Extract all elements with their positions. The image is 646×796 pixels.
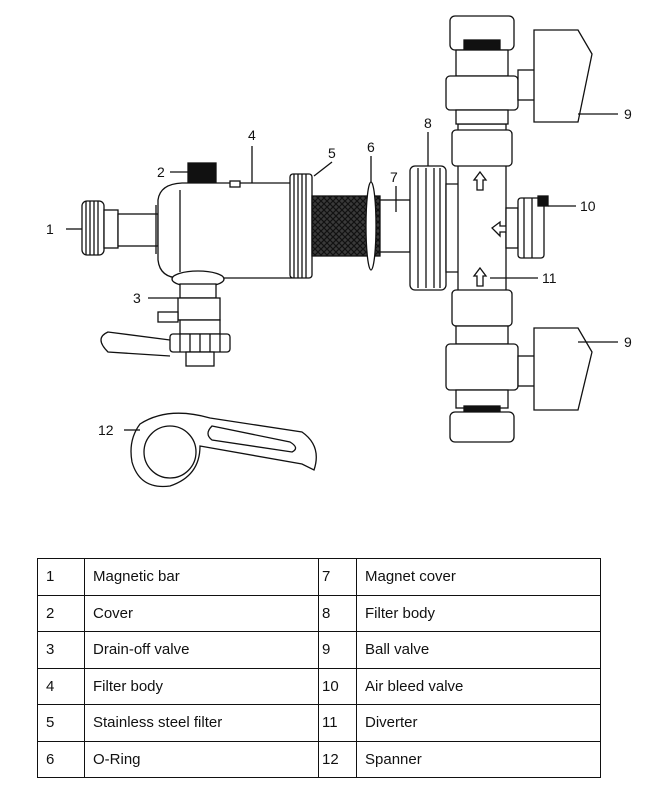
callout-1: 1 (46, 221, 54, 237)
magnet-cover-part (379, 199, 411, 253)
callout-2: 2 (157, 164, 165, 180)
table-row: 5 Stainless steel filter 11 Diverter (37, 704, 601, 742)
table-row: 1 Magnetic bar 7 Magnet cover (37, 558, 601, 596)
callout-6: 6 (367, 139, 375, 155)
part-name: Filter body (84, 667, 319, 705)
table-row: 3 Drain-off valve 9 Ball valve (37, 631, 601, 669)
part-number: 2 (37, 594, 85, 632)
exploded-parts-diagram: 1 2 3 4 5 6 7 8 9 9 10 11 12 (46, 15, 632, 488)
part-number: 12 (318, 740, 357, 778)
part-name: Stainless steel filter (84, 704, 319, 742)
part-name: O-Ring (84, 740, 319, 778)
part-name: Magnetic bar (84, 558, 319, 596)
part-number: 8 (318, 594, 357, 632)
magnetic-bar-part (81, 200, 159, 256)
o-ring-part (365, 181, 377, 271)
part-number: 6 (37, 740, 85, 778)
callout-5: 5 (328, 145, 336, 161)
filter-body-left-part (157, 162, 293, 279)
part-name: Air bleed valve (356, 667, 601, 705)
table-row: 6 O-Ring 12 Spanner (37, 740, 601, 778)
callout-4: 4 (248, 127, 256, 143)
table-row: 2 Cover 8 Filter body (37, 594, 601, 632)
part-name: Ball valve (356, 631, 601, 669)
ball-valve-bottom-part (445, 325, 593, 443)
spanner-part (130, 412, 317, 488)
table-row: 4 Filter body 10 Air bleed valve (37, 667, 601, 705)
part-number: 10 (318, 667, 357, 705)
callout-9-top: 9 (624, 106, 632, 122)
diverter-pipe-part (451, 123, 513, 345)
part-number: 9 (318, 631, 357, 669)
parts-table: 1 Magnetic bar 7 Magnet cover 2 Cover 8 … (37, 558, 601, 778)
air-bleed-valve-part (505, 195, 549, 259)
callout-7: 7 (390, 169, 398, 185)
part-number: 4 (37, 667, 85, 705)
callout-11: 11 (542, 270, 557, 286)
part-number: 5 (37, 704, 85, 742)
part-number: 3 (37, 631, 85, 669)
part-name: Spanner (356, 740, 601, 778)
part-number: 11 (318, 704, 357, 742)
callout-8: 8 (424, 115, 432, 131)
callout-9-bottom: 9 (624, 334, 632, 350)
part-name: Cover (84, 594, 319, 632)
part-name: Magnet cover (356, 558, 601, 596)
leader-lines (66, 113, 618, 431)
callout-12: 12 (98, 422, 114, 438)
part-name: Filter body (356, 594, 601, 632)
drain-off-valve-part (100, 270, 231, 367)
part-name: Drain-off valve (84, 631, 319, 669)
callout-10: 10 (580, 198, 596, 214)
part-number: 7 (318, 558, 357, 596)
part-name: Diverter (356, 704, 601, 742)
callout-3: 3 (133, 290, 141, 306)
part-number: 1 (37, 558, 85, 596)
ball-valve-top-part (445, 15, 593, 125)
